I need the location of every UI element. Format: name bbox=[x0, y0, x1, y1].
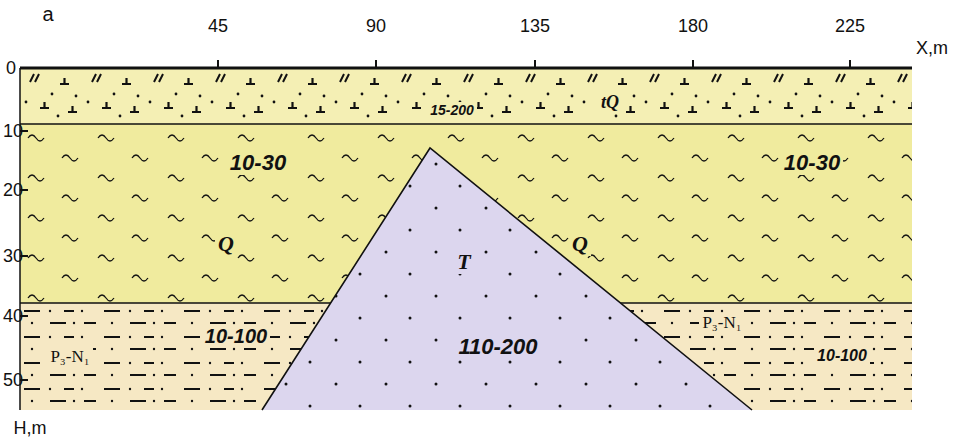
bedrock-layer: 10-100P₃-N₁ bbox=[20, 303, 331, 410]
clay-layer: 10-30Q Q 10-30 bbox=[20, 124, 912, 303]
resistivity-range: 10-30 bbox=[227, 151, 289, 175]
layer-index: P₃-N₁ bbox=[699, 313, 744, 332]
intrusion-body: T 110-200 bbox=[262, 148, 752, 410]
layer-index: tQ bbox=[598, 92, 622, 112]
tq-band bbox=[20, 68, 912, 124]
layer-index: Q bbox=[215, 232, 237, 256]
top-axis bbox=[20, 67, 912, 70]
depth-tick: 0 bbox=[6, 59, 16, 77]
resistivity-range: 15-200 bbox=[427, 102, 477, 118]
x-tick: 225 bbox=[835, 17, 865, 35]
resistivity-range: 10-30 bbox=[781, 151, 843, 175]
left-axis bbox=[19, 68, 21, 410]
axis-title: X,m bbox=[916, 39, 948, 57]
intrusion-outline bbox=[262, 148, 752, 410]
depth-tick: 10 bbox=[3, 122, 23, 140]
x-tick: 180 bbox=[678, 17, 708, 35]
soil-layer: 15-200 tQ bbox=[20, 68, 912, 124]
layer-index: P₃-N₁ bbox=[47, 347, 92, 366]
layer-boundary bbox=[20, 302, 331, 304]
panel-letter: a bbox=[42, 4, 53, 24]
depth-tick: 20 bbox=[3, 181, 23, 199]
resistivity-range: 10-100 bbox=[814, 347, 870, 365]
layer-index: T bbox=[454, 250, 473, 274]
resistivity-range: 110-200 bbox=[455, 335, 540, 359]
intrusion-dots bbox=[262, 148, 752, 410]
depth-tick: 40 bbox=[3, 307, 23, 325]
layer-boundary bbox=[620, 302, 912, 304]
intrusion-fill bbox=[262, 148, 752, 410]
depth-tick: 30 bbox=[3, 247, 23, 265]
layer-boundary bbox=[20, 123, 912, 125]
layer-index: Q bbox=[569, 232, 591, 256]
x-tick: 45 bbox=[208, 17, 228, 35]
resistivity-range: 10-100 bbox=[202, 325, 270, 347]
bedrock-layer: P₃-N₁ 10-100 bbox=[620, 303, 912, 410]
depth-tick: 50 bbox=[3, 371, 23, 389]
x-tick: 135 bbox=[520, 17, 550, 35]
axis-ticks bbox=[20, 60, 850, 380]
tq-hatch bbox=[20, 68, 912, 124]
axis-title: H,m bbox=[14, 419, 47, 437]
x-tick: 90 bbox=[366, 17, 386, 35]
